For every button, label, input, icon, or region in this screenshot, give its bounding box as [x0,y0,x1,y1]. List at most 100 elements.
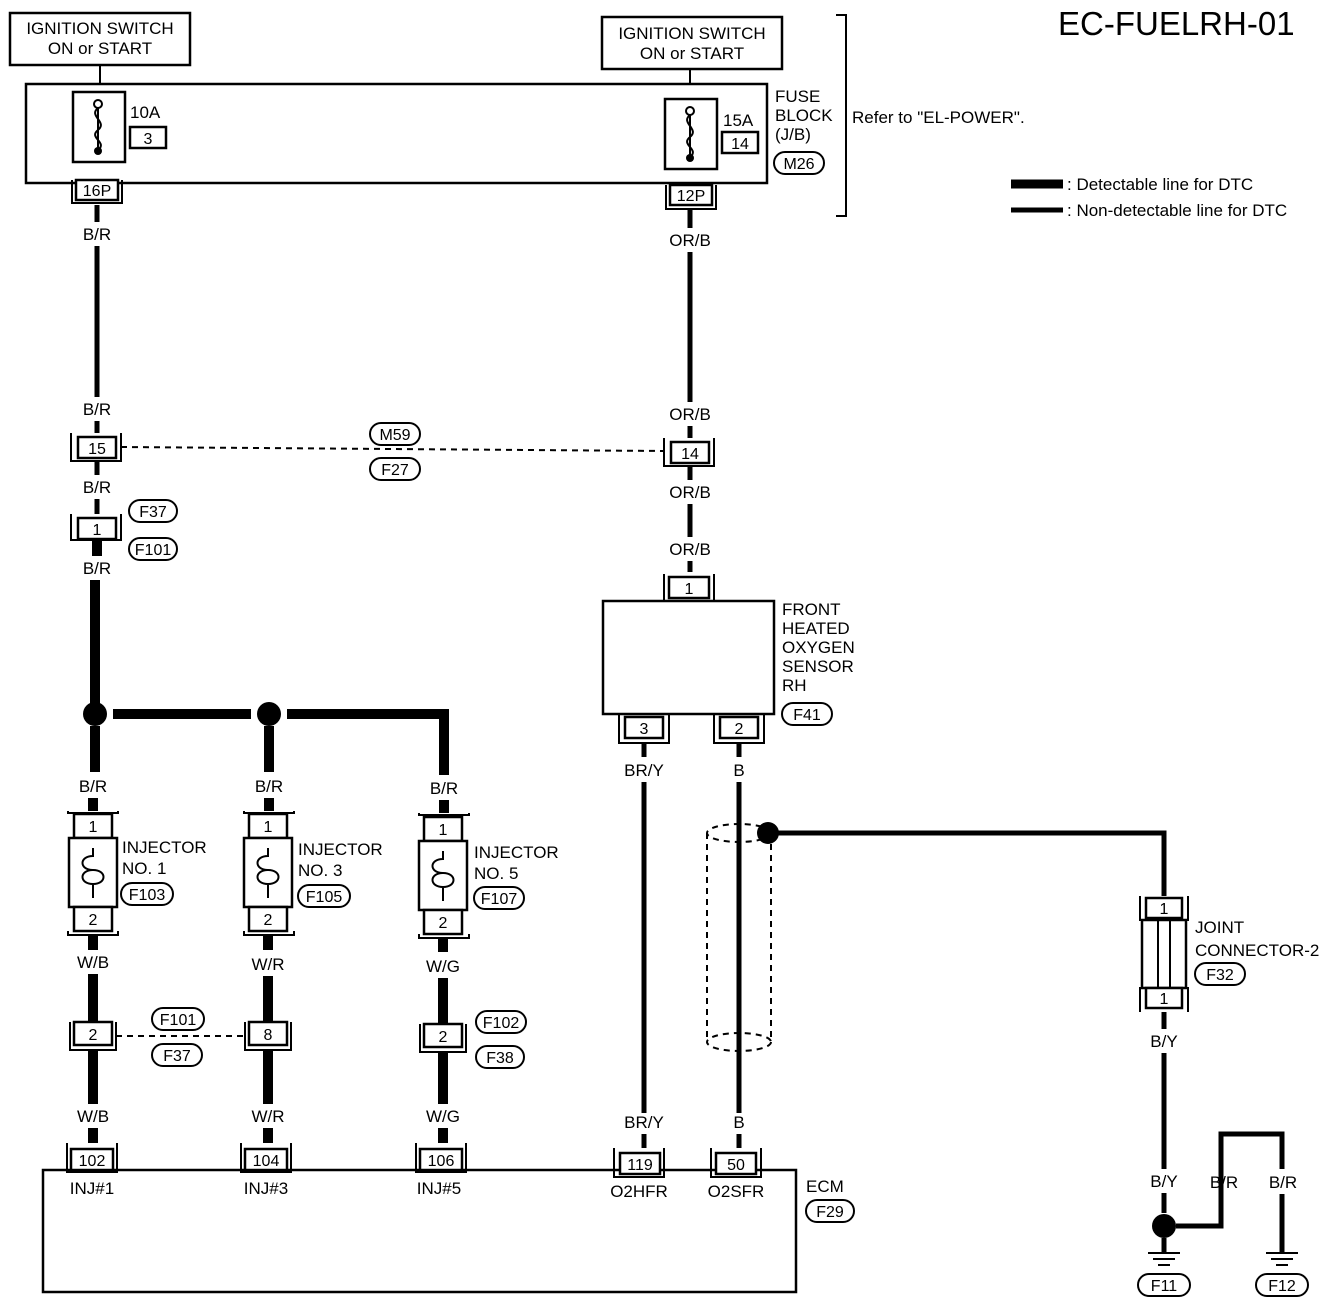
o2-sensor-pin-3: 3 [640,721,649,738]
legend-non-detectable: : Non-detectable line for DTC [1067,201,1287,220]
wire-label-br-inj1: B/R [79,777,107,796]
wire-label-br-ground-1: B/R [1210,1173,1238,1192]
fuse-15a-rating: 15A [723,111,754,130]
left-feed-circuit: B/R B/R 15 B/R 1 F37 F101 B/R [70,205,178,713]
f101-code: F101 [135,542,172,559]
legend: : Detectable line for DTC : Non-detectab… [1011,175,1287,220]
ecm-pin-106: 106 [428,1153,455,1170]
injector-1-label-1: INJECTOR [122,838,207,857]
ecm-label: ECM [806,1177,844,1196]
f27-code: F27 [381,462,409,479]
wire-label-b-2: B [733,1113,744,1132]
joint-label-2: CONNECTOR-2 [1195,941,1319,960]
o2-sensor-pin-2: 2 [735,721,744,738]
joint-label-1: JOINT [1195,918,1244,937]
o2-sensor-pin-1: 1 [685,581,694,598]
wire-label-br-ground-2: B/R [1269,1173,1297,1192]
harness-connector-m59-f27: M59 F27 [120,422,665,481]
ignition-switch-left-line2: ON or START [48,39,152,58]
ecm-pin-50: 50 [727,1157,745,1174]
right-feed-circuit: OR/B OR/B 14 OR/B OR/B [663,209,715,572]
ecm-pin-104-name: INJ#3 [244,1179,288,1198]
ecm-terminal-106: 106 INJ#5 [415,1143,467,1198]
o2-sensor-label-3: OXYGEN [782,638,855,657]
inter-pin-inj5: 2 [439,1029,448,1046]
wire-label-br-3: B/R [83,478,111,497]
wire-label-br-inj5: B/R [430,779,458,798]
fuse-block-label-3: (J/B) [775,125,811,144]
wire-label-br-4: B/R [83,559,111,578]
injector-no-3: B/R 1 2 INJECTOR NO. 3 F105 W/R 8 W/R [242,777,383,1143]
injector-5-label-1: INJECTOR [474,843,559,862]
harness-pin-14: 14 [681,446,699,463]
o2-sensor-label-1: FRONT [782,600,841,619]
ground-circuit: B/R B/R F11 F12 [1137,1131,1309,1297]
wire-label-wg-1: W/G [426,957,460,976]
injector-no-1: B/R 1 2 INJECTOR NO. 1 F103 W/B 2 W/B [67,777,207,1143]
wire-label-by-2: B/Y [1150,1172,1177,1191]
injector-5-label-2: NO. 5 [474,864,518,883]
wire-label-orb-4: OR/B [669,540,711,559]
fuse-10a-number: 3 [144,131,153,148]
f38-code: F38 [486,1050,514,1067]
o2-sensor-label-4: SENSOR [782,657,854,676]
ignition-switch-right-line2: ON or START [640,44,744,63]
f37-code-lower: F37 [163,1048,191,1065]
ecm-terminal-102: 102 INJ#1 [66,1143,118,1198]
wire-label-bry-2: BR/Y [624,1113,664,1132]
injector-3-label-2: NO. 3 [298,861,342,880]
ignition-switch-left: IGNITION SWITCH ON or START [8,11,192,67]
ecm-terminal-119: 119 O2HFR [610,1148,668,1201]
ground-f12-code: F12 [1268,1278,1296,1295]
ignition-switch-right: IGNITION SWITCH ON or START [600,15,784,71]
joint-connector-code: F32 [1206,967,1234,984]
injector-3-pin-in: 1 [264,819,273,836]
joint-pin-top: 1 [1160,901,1169,918]
wire-label-br-2: B/R [83,400,111,419]
injector-1-label-2: NO. 1 [122,859,166,878]
injector-3-connector: F105 [306,889,343,906]
wire-label-br-inj3: B/R [255,777,283,796]
ecm-pin-102-name: INJ#1 [70,1179,114,1198]
ecm-pin-50-name: O2SFR [708,1182,765,1201]
wire-label-br-1: B/R [83,225,111,244]
injector-5-pin-in: 1 [439,822,448,839]
injector-5-connector: F107 [481,891,518,908]
wire-label-bry-1: BR/Y [624,761,664,780]
terminal-12p: 12P [677,188,705,205]
diagram-id: EC-FUELRH-01 [1058,5,1295,42]
joint-connector-2: 1 1 JOINT CONNECTOR-2 F32 B/Y B/Y [1139,896,1319,1213]
fuse-block: 10A 3 15A 14 FUSE BLOCK (J/B) M26 Refer … [24,14,1025,217]
injector-no-5: B/R 1 2 INJECTOR NO. 5 F107 W/G 2 F102 F… [417,779,559,1143]
wire-label-wr-1: W/R [251,955,284,974]
fuse-10a-rating: 10A [130,103,161,122]
wire-label-wg-2: W/G [426,1107,460,1126]
joint-pin-bottom: 1 [1160,991,1169,1008]
connector-f101-f37: F101 F37 [116,1007,245,1067]
injector-3-pin-out: 2 [264,912,273,929]
wire-label-wr-2: W/R [251,1107,284,1126]
wire-label-wb-1: W/B [77,953,109,972]
ground-f11-code: F11 [1151,1278,1177,1295]
ignition-switch-right-line1: IGNITION SWITCH [618,24,765,43]
wire-label-orb-2: OR/B [669,405,711,424]
o2-sensor-label-5: RH [782,676,807,695]
ecm-terminal-50: 50 O2SFR [708,1148,765,1201]
injector-3-label-1: INJECTOR [298,840,383,859]
shield-cable [706,822,1167,1052]
fuse-block-connector: M26 [783,156,814,173]
o2-sensor-connector: F41 [793,707,821,724]
wire-label-by-1: B/Y [1150,1032,1177,1051]
ecm-pin-102: 102 [79,1153,106,1170]
fuse-block-label-2: BLOCK [775,106,833,125]
injector-1-pin-in: 1 [89,819,98,836]
fuse-15a-number: 14 [731,136,749,153]
ecm-pin-119-name: O2HFR [610,1182,668,1201]
o2-sensor-label-2: HEATED [782,619,850,638]
injector-5-pin-out: 2 [439,915,448,932]
ecm-connector: F29 [816,1204,844,1221]
wire-label-b-1: B [733,761,744,780]
inter-pin-inj1: 2 [89,1027,98,1044]
ecm-pin-104: 104 [253,1153,280,1170]
